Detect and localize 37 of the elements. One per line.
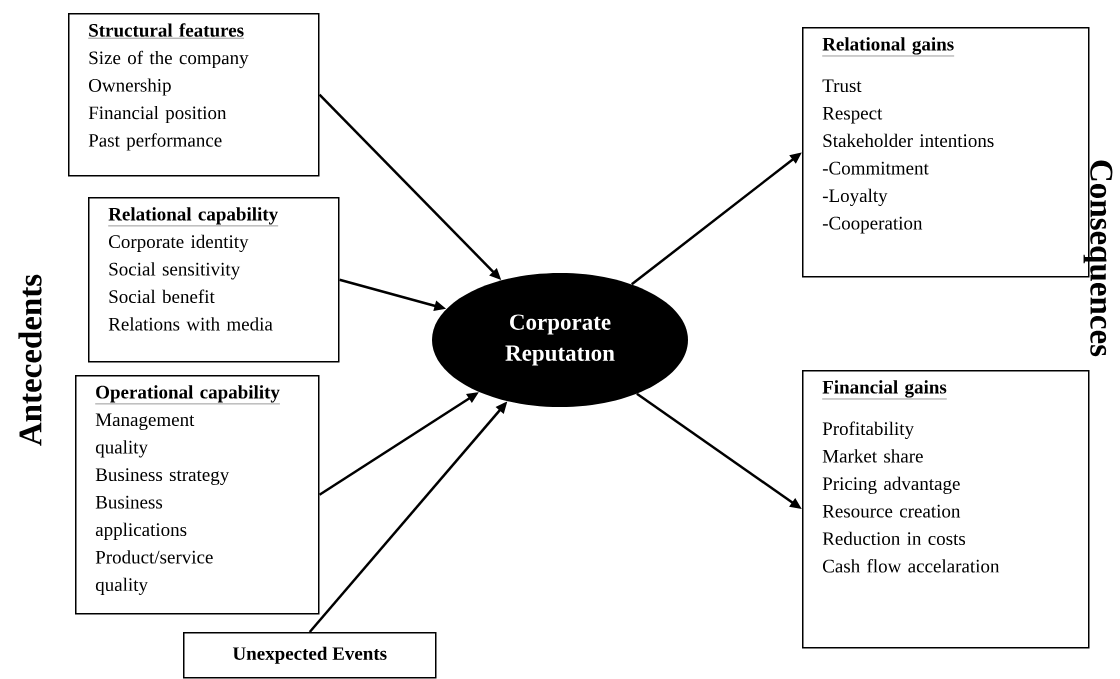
node-label: Corporate identity	[108, 234, 249, 252]
node-label: Product/service quality	[95, 550, 213, 595]
node-label: Financial gains	[822, 380, 947, 398]
node-label: Financial position	[88, 105, 227, 124]
node-label: Respect	[822, 106, 883, 124]
node-label: Profitability	[822, 421, 914, 439]
feature-box	[75, 375, 320, 615]
node-label: Ownership	[88, 78, 171, 96]
outcome-box	[802, 370, 1090, 649]
node-label: Stakeholder intentions	[823, 133, 994, 148]
node-label: Relational gains	[822, 37, 954, 55]
node-label: Size of the company	[89, 50, 249, 69]
node-label: Unexpected Events	[232, 646, 387, 664]
node-label: Operational capability	[96, 385, 280, 403]
node-label: Resource creation	[822, 504, 961, 518]
event-box	[183, 632, 437, 679]
node-label: Pricing advantage	[822, 476, 960, 494]
node-label: Trust	[822, 79, 862, 93]
node-label: Business applications	[95, 495, 187, 540]
node-label: Structural features	[89, 23, 244, 37]
node-label: Reduction in costs	[822, 531, 966, 546]
node-label: Market share	[822, 449, 923, 463]
node-label: Cash flow accelaration	[822, 559, 1000, 573]
node-label: Business strategy	[95, 468, 230, 485]
side-heading: Antecedents	[18, 274, 42, 446]
node-label: Relations with media	[108, 317, 273, 331]
feature-box	[68, 13, 320, 177]
node-label: Relational capability	[108, 207, 278, 225]
side-heading: Consequences	[1083, 160, 1113, 357]
node-label: -Commitment	[822, 161, 929, 175]
node-label: Social benefit	[109, 289, 215, 304]
node-label: -Loyalty	[822, 188, 888, 206]
node-label: Past performance	[88, 133, 222, 151]
node-label: Social sensitivity	[109, 262, 241, 280]
feature-box	[88, 197, 340, 363]
node-label: -Cooperation	[822, 216, 923, 234]
node-label: Management quality	[95, 413, 195, 458]
